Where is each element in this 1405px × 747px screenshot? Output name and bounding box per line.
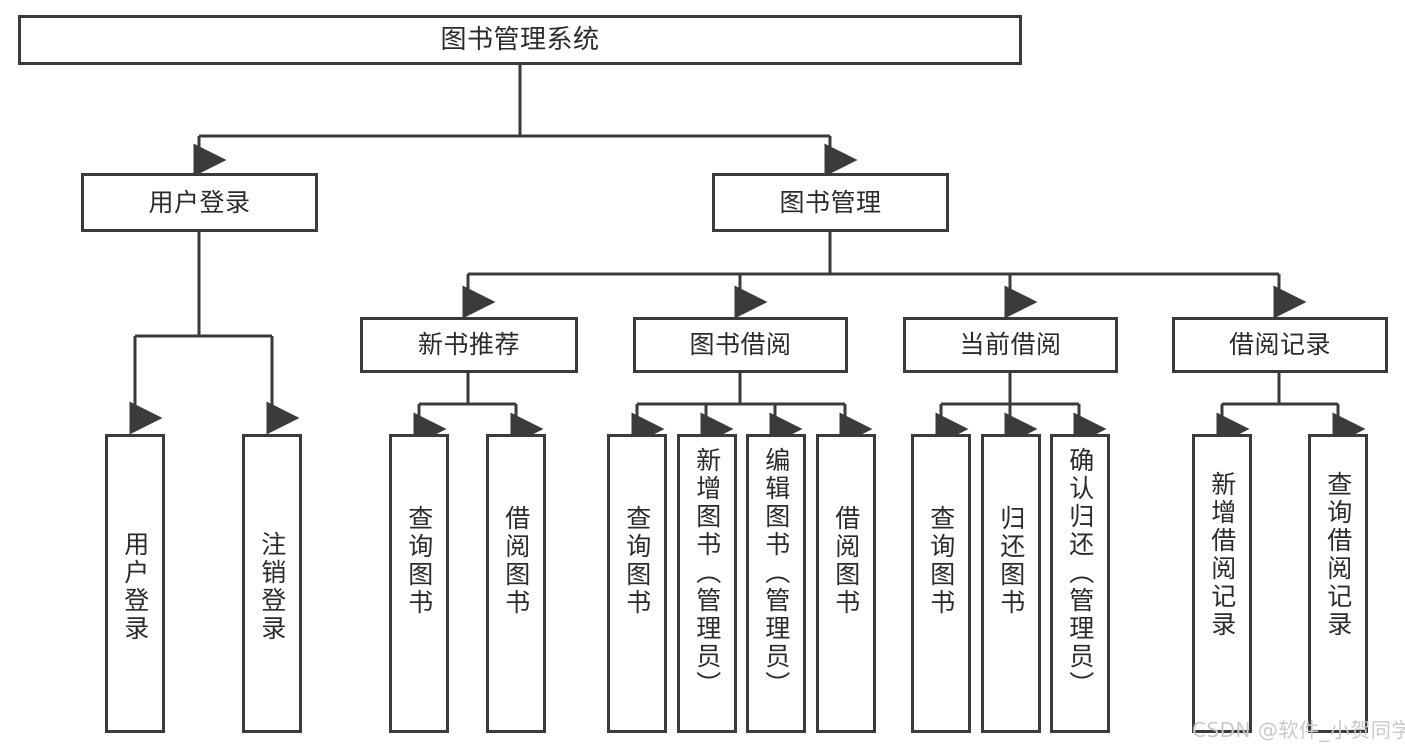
leaf-borrow-book-1[interactable]: 借阅图书 [486,434,546,733]
node-label: 查询借阅记录 [1323,471,1353,639]
node-label: 新书推荐 [417,330,520,360]
node-label: 查询图书 [622,505,652,617]
node-book-manage[interactable]: 图书管理 [712,173,949,232]
leaf-add-book-admin[interactable]: 新增图书（管理员） [677,434,737,733]
watermark: CSDN @软件_小贺同学 [1192,718,1405,742]
node-label: 查询图书 [926,505,956,617]
node-root-system[interactable]: 图书管理系统 [18,15,1022,65]
node-new-book-recommend[interactable]: 新书推荐 [360,317,578,373]
node-label: 图书管理 [779,187,882,217]
node-user-login[interactable]: 用户登录 [81,173,318,232]
leaf-query-book-1[interactable]: 查询图书 [389,434,449,733]
node-label: 归还图书 [996,505,1026,617]
leaf-user-login[interactable]: 用户登录 [105,434,165,733]
node-current-borrow[interactable]: 当前借阅 [903,317,1118,373]
node-label: 查询图书 [404,505,434,617]
node-label: 新增图书（管理员） [692,447,722,699]
node-label: 确认归还（管理员） [1065,447,1095,699]
leaf-query-borrow-record[interactable]: 查询借阅记录 [1308,434,1368,733]
node-label: 图书管理系统 [440,24,600,55]
leaf-return-book[interactable]: 归还图书 [981,434,1041,733]
node-borrow-record[interactable]: 借阅记录 [1172,317,1388,373]
node-label: 借阅图书 [831,505,861,617]
node-label: 借阅记录 [1228,330,1331,360]
node-label: 当前借阅 [959,330,1062,360]
node-book-borrow[interactable]: 图书借阅 [633,317,848,373]
node-label: 编辑图书（管理员） [761,447,791,699]
node-label: 用户登录 [148,187,251,217]
leaf-logout-login[interactable]: 注销登录 [242,434,302,733]
node-label: 用户登录 [120,531,150,643]
leaf-add-borrow-record[interactable]: 新增借阅记录 [1192,434,1252,733]
node-label: 注销登录 [257,531,287,643]
node-label: 新增借阅记录 [1207,471,1237,639]
leaf-query-book-2[interactable]: 查询图书 [607,434,667,733]
leaf-edit-book-admin[interactable]: 编辑图书（管理员） [746,434,806,733]
node-label: 图书借阅 [689,330,792,360]
leaf-borrow-book-2[interactable]: 借阅图书 [816,434,876,733]
leaf-confirm-return-admin[interactable]: 确认归还（管理员） [1050,434,1110,733]
leaf-query-book-3[interactable]: 查询图书 [911,434,971,733]
node-label: 借阅图书 [501,505,531,617]
